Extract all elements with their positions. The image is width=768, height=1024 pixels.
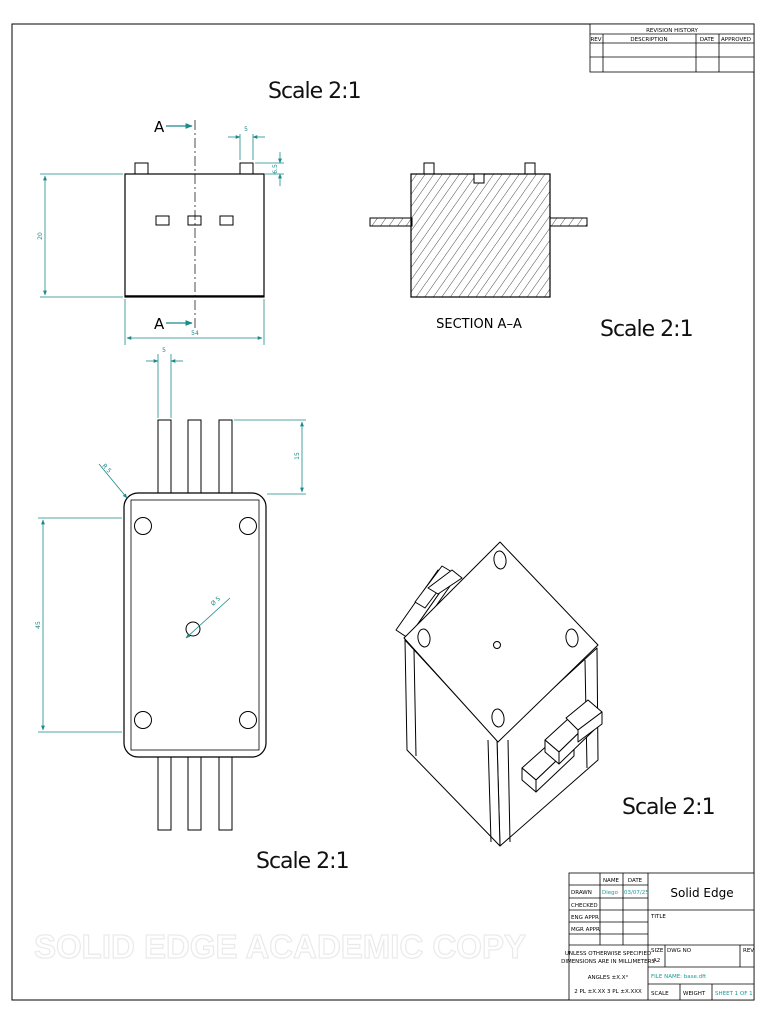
section-view-scale: Scale 2:1: [600, 317, 693, 342]
isometric-view: [395, 541, 603, 847]
section-view: [369, 162, 588, 298]
tb-note-1: UNLESS OTHERWISE SPECIFIED: [565, 951, 651, 957]
tb-drawn-name: Diego: [602, 890, 619, 896]
tb-size-value: A2: [653, 958, 660, 964]
tb-weight-label: WEIGHT: [683, 991, 706, 997]
dim-body-depth: 45: [35, 621, 42, 629]
revision-title: REVISION HISTORY: [646, 28, 698, 34]
dim-pin-width: 5: [244, 126, 248, 133]
dim-pin-length: 15: [294, 452, 301, 460]
section-label: SECTION A–A: [436, 317, 522, 332]
tb-note-3: ANGLES ±X.X°: [588, 975, 629, 981]
section-cut-markers: A A: [154, 118, 193, 333]
top-view: [123, 419, 267, 831]
tb-col-name: NAME: [603, 878, 620, 884]
watermark: SOLID EDGE ACADEMIC COPY: [34, 928, 526, 965]
tb-rev-label: REV: [743, 948, 754, 954]
revision-col-description: DESCRIPTION: [630, 37, 667, 43]
front-view-scale: Scale 2:1: [268, 79, 361, 104]
tb-size-label: SIZE: [651, 948, 664, 954]
revision-col-approved: APPROVED: [721, 37, 751, 43]
top-view-dimensions: [38, 354, 306, 733]
tb-note-4: 2 PL ±X.XX 3 PL ±X.XXX: [574, 989, 642, 995]
tb-row-drawn: DRAWN: [571, 890, 592, 896]
front-view: [124, 120, 265, 330]
dim-body-height: 20: [37, 232, 44, 240]
dim-body-width: 54: [191, 330, 199, 337]
dim-pin-width-top: 5: [162, 347, 166, 354]
tb-scale-label: SCALE: [651, 991, 669, 997]
cut-label-top: A: [154, 118, 165, 136]
top-view-scale: Scale 2:1: [256, 849, 349, 874]
front-view-dimensions: [40, 134, 284, 345]
tb-file-name: FILE NAME: base.dft: [651, 974, 707, 980]
tb-row-mgr-appr: MGR APPR: [571, 927, 600, 933]
title-block: [568, 872, 755, 1001]
tb-col-date: DATE: [628, 878, 643, 884]
cut-label-bottom: A: [154, 315, 165, 333]
tb-drawn-date: 03/07/25: [624, 890, 649, 896]
dim-pin-height: 6.5: [272, 164, 279, 174]
revision-history-table: REVISION HISTORY REV DESCRIPTION DATE AP…: [589, 23, 755, 73]
sheet-border: [11, 23, 755, 1001]
tb-company: Solid Edge: [670, 886, 733, 900]
revision-col-date: DATE: [700, 37, 715, 43]
dim-corner-radius: R 5: [101, 463, 113, 475]
tb-row-eng-appr: ENG APPR: [571, 915, 599, 921]
iso-view-scale: Scale 2:1: [622, 795, 715, 820]
tb-dwg-no-label: DWG NO: [667, 948, 692, 954]
tb-sheet: SHEET 1 OF 1: [715, 991, 753, 997]
revision-col-rev: REV: [590, 37, 601, 43]
tb-note-2: DIMENSIONS ARE IN MILLIMETERS: [561, 959, 655, 965]
tb-row-checked: CHECKED: [571, 903, 598, 909]
tb-title-label: TITLE: [650, 914, 666, 920]
